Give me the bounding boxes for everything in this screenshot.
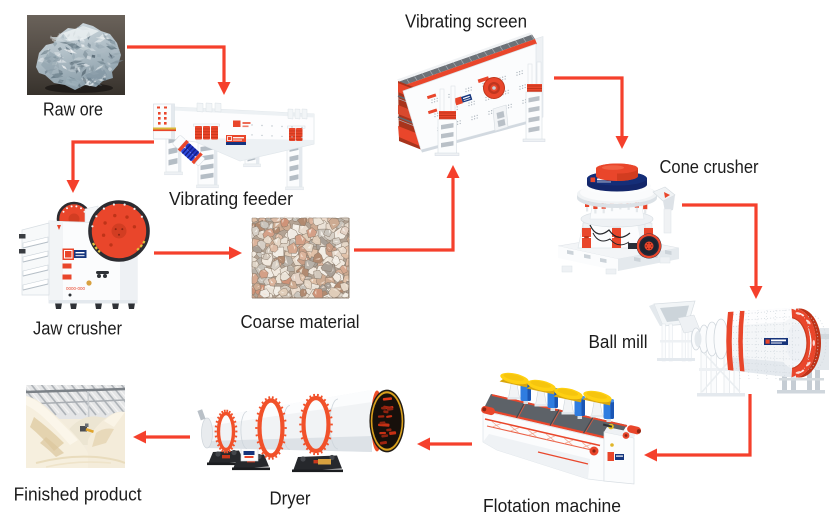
svg-text:Cone crusher: Cone crusher <box>660 156 759 177</box>
svg-text:Jaw crusher: Jaw crusher <box>33 318 122 339</box>
svg-text:0000-000: 0000-000 <box>66 286 86 291</box>
svg-text:Raw ore: Raw ore <box>43 99 103 120</box>
svg-text:Coarse material: Coarse material <box>241 311 360 332</box>
svg-text:Flotation machine: Flotation machine <box>483 495 621 516</box>
svg-text:Vibrating screen: Vibrating screen <box>405 11 527 32</box>
svg-text:Ball mill: Ball mill <box>589 331 648 352</box>
svg-text:Vibrating feeder: Vibrating feeder <box>169 188 293 209</box>
svg-text:Finished product: Finished product <box>14 484 142 505</box>
svg-text:Dryer: Dryer <box>270 488 311 509</box>
